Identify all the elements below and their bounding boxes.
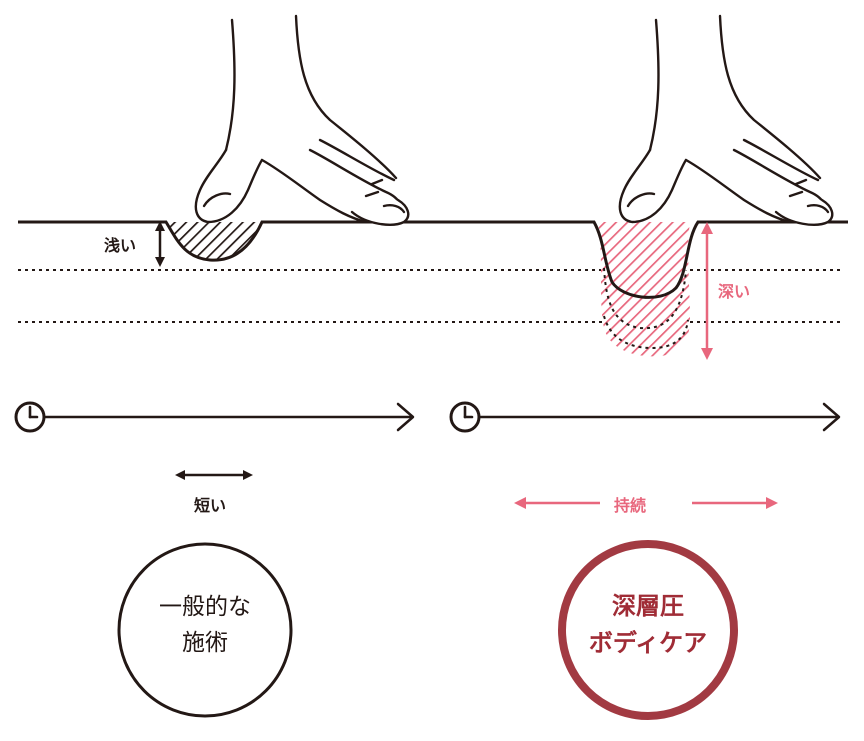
shallow-label: 浅い — [104, 236, 137, 255]
short-label: 短い — [194, 496, 227, 515]
general-treatment-line2: 施術 — [182, 629, 228, 656]
deep-press-area — [598, 222, 690, 357]
right-hand-illustration — [618, 14, 834, 226]
deep-body-care-circle — [558, 540, 738, 720]
deep-body-care-line2: ボディケア — [588, 629, 708, 658]
layer-lines — [18, 269, 840, 323]
left-hand-illustration — [194, 14, 410, 226]
deep-body-care-line1: 深層圧 — [612, 592, 684, 620]
deep-body-care-text: 深層圧 ボディケア — [563, 588, 733, 662]
general-treatment-line1: 一般的な — [159, 594, 251, 620]
sustained-label: 持続 — [614, 496, 647, 515]
general-treatment-circle — [117, 542, 293, 718]
skin-surface-line — [18, 220, 848, 299]
deep-label: 深い — [718, 282, 751, 301]
clock-icon — [449, 401, 481, 433]
timeline-arrowhead — [396, 402, 415, 432]
right-timeline — [449, 401, 841, 433]
shallow-press-area — [168, 222, 260, 261]
left-timeline — [14, 401, 415, 433]
general-treatment-text: 一般的な 施術 — [125, 590, 285, 661]
clock-icon — [14, 401, 46, 433]
timeline-arrowhead — [822, 402, 841, 432]
